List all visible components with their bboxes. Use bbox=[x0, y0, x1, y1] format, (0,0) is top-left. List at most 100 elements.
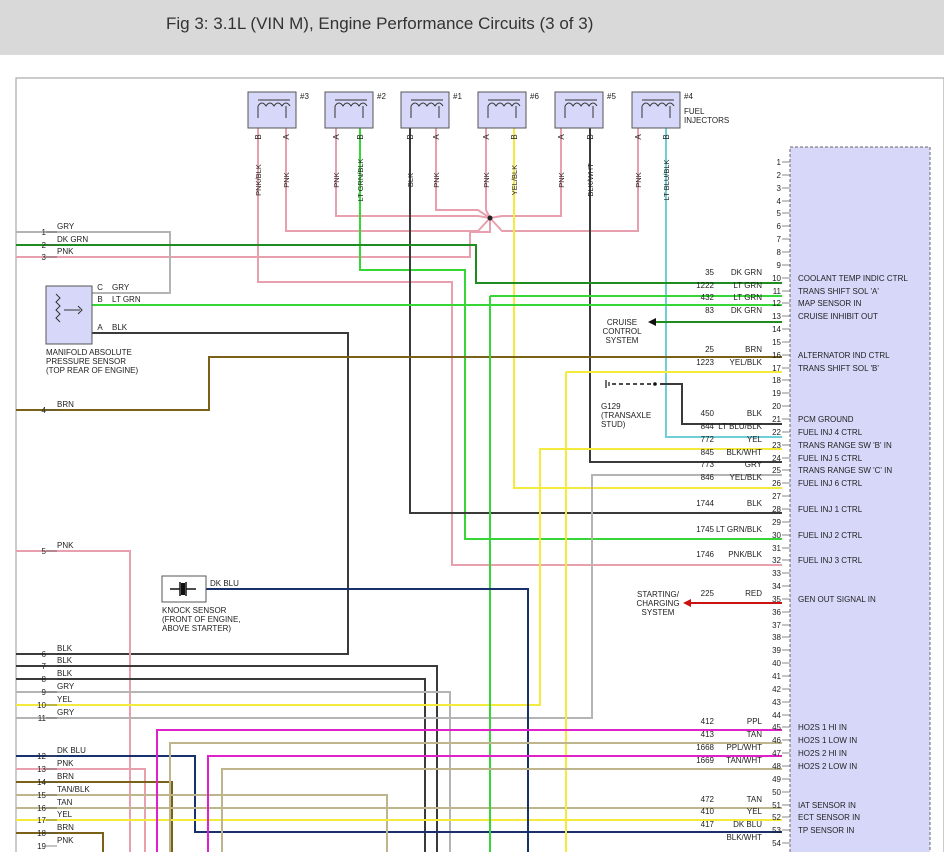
pcm-pin-function: TRANS SHIFT SOL 'A' bbox=[798, 287, 879, 296]
left-wire-color: BRN bbox=[57, 772, 74, 781]
pcm-pin-number: 18 bbox=[772, 376, 781, 385]
injector-power-wire bbox=[489, 128, 562, 219]
left-wire-color: GRY bbox=[57, 222, 75, 231]
map-resistor-icon bbox=[55, 293, 61, 323]
pcm-wire-color: BRN bbox=[745, 345, 762, 354]
pcm-circuit-number: 450 bbox=[701, 409, 715, 418]
injector-coil-icon bbox=[334, 102, 368, 107]
pcm-module bbox=[789, 146, 931, 852]
injector-coil-icon bbox=[641, 102, 675, 107]
pcm-circuit-number: 772 bbox=[701, 435, 715, 444]
pcm-wire-color: RED bbox=[745, 589, 762, 598]
fuel-injector bbox=[477, 91, 527, 129]
pcm-pin-function: HO2S 2 LOW IN bbox=[798, 762, 857, 771]
pcm-wire-color: LT GRN/BLK bbox=[716, 525, 763, 534]
pcm-circuit-number: 1746 bbox=[696, 550, 714, 559]
coolant-temp-wire bbox=[16, 244, 782, 284]
pcm-circuit-number: 1745 bbox=[696, 525, 714, 534]
map-ground-wire bbox=[16, 332, 349, 655]
knock-sensor-label: KNOCK SENSOR(FRONT OF ENGINE,ABOVE START… bbox=[162, 606, 241, 633]
fuel-injector bbox=[324, 91, 374, 129]
left-connector-pin: 12 bbox=[37, 752, 46, 761]
pcm-pin-number: 13 bbox=[772, 312, 781, 321]
injector-wire-color: PNK bbox=[557, 172, 566, 187]
left-wire-color: GRY bbox=[57, 708, 75, 717]
left-connector-pin: 4 bbox=[42, 406, 47, 415]
pcm-circuit-number: 846 bbox=[701, 473, 715, 482]
injector-pin-label: B bbox=[406, 134, 415, 139]
pcm-circuit-number: 844 bbox=[701, 422, 715, 431]
injector-wire-color: LT GRN/BLK bbox=[356, 158, 365, 201]
pcm-pin-number: 43 bbox=[772, 698, 781, 707]
pcm-pin-number: 11 bbox=[773, 287, 782, 296]
left-wire-color: BRN bbox=[57, 823, 74, 832]
trans-range-c-wire bbox=[16, 474, 782, 719]
pcm-wire-color: BLK bbox=[747, 499, 763, 508]
knock-signal-wire bbox=[206, 588, 529, 852]
injector-leads bbox=[334, 106, 364, 118]
ground-icon bbox=[605, 380, 610, 388]
left-wire-color: TAN/BLK bbox=[57, 785, 90, 794]
pcm-wire-color: LT BLU/BLK bbox=[718, 422, 762, 431]
injector-wire-color: YEL/BLK bbox=[510, 165, 519, 195]
pcm-pin-function: FUEL INJ 4 CTRL bbox=[798, 428, 863, 437]
fuel-injector bbox=[554, 91, 604, 129]
left-wire-color: TAN bbox=[57, 798, 73, 807]
pcm-pin-number: 50 bbox=[772, 788, 781, 797]
inj6-control-wire bbox=[513, 128, 782, 489]
injector-wire-color: BLK bbox=[406, 173, 415, 187]
pcm-pin-number: 25 bbox=[772, 466, 781, 475]
fuel-injector bbox=[631, 91, 681, 129]
pcm-pin-number: 6 bbox=[777, 222, 782, 231]
map-wire-color: GRY bbox=[112, 283, 130, 292]
inj1-control-wire bbox=[409, 128, 782, 514]
pcm-wire-color: PPL bbox=[747, 717, 763, 726]
pcm-pin-number: 46 bbox=[772, 736, 781, 745]
injector-wire-color: PNK bbox=[332, 172, 341, 187]
pcm-pin-number: 15 bbox=[772, 338, 781, 347]
diagram-frame bbox=[15, 77, 944, 852]
left-connector-pin: 5 bbox=[42, 547, 47, 556]
injector-coil-icon bbox=[410, 102, 444, 107]
left-connector-pin: 11 bbox=[38, 714, 47, 723]
tan-blk-harness-wire bbox=[16, 794, 388, 852]
left-wire-color: PNK bbox=[57, 247, 74, 256]
injector-number: #2 bbox=[377, 92, 386, 101]
left-wire-color: BLK bbox=[57, 669, 73, 678]
injector-pin-label: B bbox=[356, 134, 365, 139]
pcm-wire-color: YEL/BLK bbox=[730, 473, 763, 482]
pcm-pin-number: 28 bbox=[772, 505, 781, 514]
map-gry-wire bbox=[16, 231, 171, 294]
pcm-circuit-number: 410 bbox=[701, 807, 715, 816]
ho2s1-hi-wire bbox=[156, 729, 782, 852]
left-connector-pin: 17 bbox=[37, 816, 46, 825]
left-connector-pin: 6 bbox=[42, 650, 47, 659]
ho2s1-low-wire bbox=[169, 742, 782, 852]
pcm-circuit-number: 845 bbox=[701, 448, 715, 457]
pcm-pin-number: 49 bbox=[772, 775, 781, 784]
pcm-circuit-number: 1222 bbox=[696, 281, 714, 290]
pcm-wire-color: TAN/WHT bbox=[726, 756, 762, 765]
pcm-pin-number: 54 bbox=[772, 839, 781, 848]
pcm-pin-number: 8 bbox=[777, 248, 782, 257]
left-wire-color: GRY bbox=[57, 682, 75, 691]
pcm-pin-function: COOLANT TEMP INDIC CTRL bbox=[798, 274, 908, 283]
injector-number: #4 bbox=[684, 92, 693, 101]
pcm-pin-function: FUEL INJ 6 CTRL bbox=[798, 479, 863, 488]
pcm-pin-number: 41 bbox=[772, 672, 781, 681]
left-wire-color: PNK bbox=[57, 759, 74, 768]
pcm-wire-color: YEL bbox=[747, 435, 763, 444]
pcm-pin-number: 1 bbox=[777, 158, 782, 167]
left-connector-pin: 18 bbox=[37, 829, 46, 838]
pcm-wire-color: TAN bbox=[747, 795, 763, 804]
pcm-pin-number: 14 bbox=[772, 325, 781, 334]
brn-harness-wire bbox=[16, 781, 173, 852]
injector-leads bbox=[487, 106, 517, 118]
pcm-circuit-number: 83 bbox=[705, 306, 714, 315]
pcm-pin-number: 4 bbox=[777, 197, 782, 206]
map-pin-label: A bbox=[97, 323, 103, 332]
pcm-pin-function: IAT SENSOR IN bbox=[798, 801, 856, 810]
